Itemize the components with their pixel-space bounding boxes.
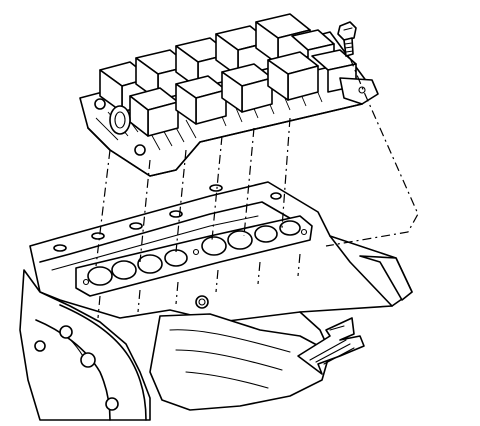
front-direction-arrow bbox=[297, 317, 365, 375]
manifold-bolt bbox=[337, 21, 357, 57]
upper-intake-manifold bbox=[79, 13, 379, 177]
engine-block bbox=[19, 181, 413, 421]
runner-boxes-front-row bbox=[129, 49, 357, 137]
alignment-lines bbox=[95, 57, 419, 319]
manifold-gasket bbox=[75, 215, 313, 297]
